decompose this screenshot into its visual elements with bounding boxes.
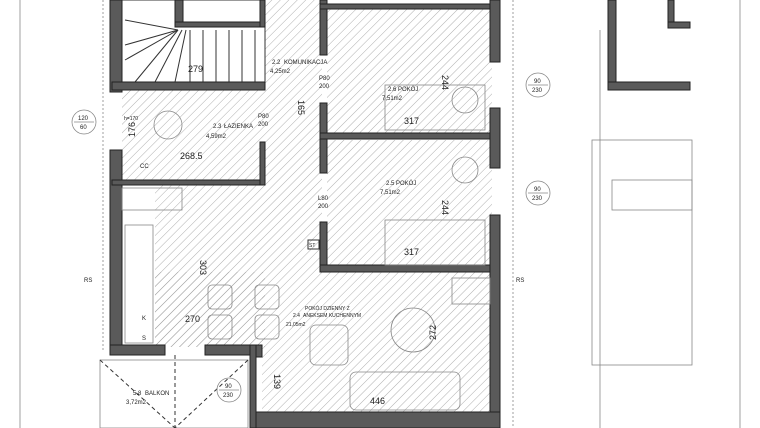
- room-label-dzienny: POKÓJ DZIENNY Z 2.4 ANEKSEM KUCHENNYM 21…: [286, 305, 361, 328]
- rooms-dzienny-number: 2.4: [293, 313, 300, 319]
- rooms-balkon-name: BALKON: [145, 391, 169, 397]
- markers: RS RS ST CC K S: [84, 164, 524, 342]
- rooms-dzienny-name-line2: ANEKSEM KUCHENNYM: [303, 313, 361, 319]
- rooms-pokoj-25-number: 2.5: [386, 181, 395, 187]
- doors-bath-door-type: P80: [258, 114, 269, 120]
- rooms-balkon-number: 5.8: [133, 391, 142, 397]
- rooms-pokoj-26-number: 2.6: [388, 87, 397, 93]
- room-label-komunikacja: 2.2 KOMUNIKACJA 4,25m2: [270, 60, 327, 75]
- dimensions-stair-width: 279: [188, 64, 203, 74]
- rooms-pokoj-25-name: POKÓJ: [396, 180, 416, 187]
- windows-right-mid-h: 230: [532, 196, 543, 202]
- dimensions-room25-width: 317: [404, 247, 419, 257]
- rooms-lazienka-name: ŁAZIENKA: [224, 124, 253, 130]
- window-tag-left: 120 60: [71, 109, 97, 135]
- dimensions-corridor: 165: [296, 100, 306, 115]
- dimensions-bath-height: 176: [127, 122, 137, 137]
- doors-room26-door-height: 200: [319, 84, 330, 90]
- dimensions-room25-height: 244: [440, 200, 450, 215]
- room-label-balkon: 5.8 BALKON 3,72m2: [126, 391, 169, 406]
- furniture: [121, 84, 491, 411]
- dimensions-kitchen-height: 303: [198, 260, 208, 275]
- rooms-komunikacja-name: KOMUNIKACJA: [284, 60, 327, 66]
- dimensions-room26-width: 317: [404, 116, 419, 126]
- dimensions-bath-width: 268.5: [180, 151, 203, 161]
- window-tag-balcony: 90 230: [216, 377, 242, 403]
- rooms-komunikacja-area: 4,25m2: [270, 69, 291, 75]
- dimensions-window-sill: h=170: [124, 116, 138, 122]
- rooms-pokoj-26-area: 7,51m2: [382, 96, 403, 102]
- rooms-lazienka-number: 2.3: [213, 124, 222, 130]
- dimensions-room26-height: 244: [440, 75, 450, 90]
- room-label-pokoj-25: 2.5 POKÓJ 7,51m2: [380, 180, 416, 196]
- doors-bath-door-height: 200: [258, 122, 269, 128]
- windows-right-mid-w: 90: [534, 187, 541, 193]
- dimension-labels: 279 268.5 176 h=170 317 244 317 244 165 …: [124, 64, 450, 406]
- rooms-pokoj-25-area: 7,51m2: [380, 190, 401, 196]
- balcony: [99, 355, 249, 428]
- windows-left-h: 60: [80, 125, 87, 131]
- rooms-pokoj-26-name: POKÓJ: [398, 86, 418, 93]
- rooms-komunikacja-number: 2.2: [272, 60, 281, 66]
- walls: [109, 0, 501, 428]
- door-labels: P80 200 P80 200 L80 200: [258, 76, 330, 210]
- doors-room25-door-type: L80: [318, 196, 329, 202]
- markers-rs-right: RS: [516, 278, 524, 284]
- dimensions-living-height: 272: [428, 325, 438, 340]
- markers-st: ST: [309, 243, 315, 249]
- rooms-lazienka-area: 4,59m2: [206, 134, 227, 140]
- markers-k: K: [142, 316, 146, 322]
- markers-s: S: [142, 336, 146, 342]
- room-label-pokoj-26: 2.6 POKÓJ 7,51m2: [382, 86, 418, 102]
- rooms-dzienny-name-line1: POKÓJ DZIENNY Z: [305, 305, 350, 312]
- rooms-balkon-area: 3,72m2: [126, 400, 147, 406]
- windows-left-w: 120: [78, 116, 89, 122]
- dimensions-living-step: 139: [272, 374, 282, 389]
- doors-room26-door-type: P80: [319, 76, 330, 82]
- room-label-lazienka: 2.3 ŁAZIENKA 4,59m2: [206, 124, 253, 140]
- windows-right-top-h: 230: [532, 88, 543, 94]
- window-tag-right-mid: 90 230: [525, 180, 551, 206]
- adjacent-unit: [591, 0, 693, 428]
- dimensions-kitchen-width: 270: [185, 314, 200, 324]
- windows-balcony-h: 230: [223, 393, 234, 399]
- windows-right-top-w: 90: [534, 79, 541, 85]
- doors-room25-door-height: 200: [318, 204, 329, 210]
- dimensions-living-width: 446: [370, 396, 385, 406]
- exterior-lines: [19, 0, 741, 428]
- window-tag-right-top: 90 230: [525, 72, 551, 98]
- windows-balcony-w: 90: [225, 384, 232, 390]
- rooms-dzienny-area: 21,05m2: [286, 322, 306, 328]
- markers-rs-left: RS: [84, 278, 92, 284]
- floor-hatching: [122, 0, 492, 414]
- markers-cc: CC: [140, 164, 149, 170]
